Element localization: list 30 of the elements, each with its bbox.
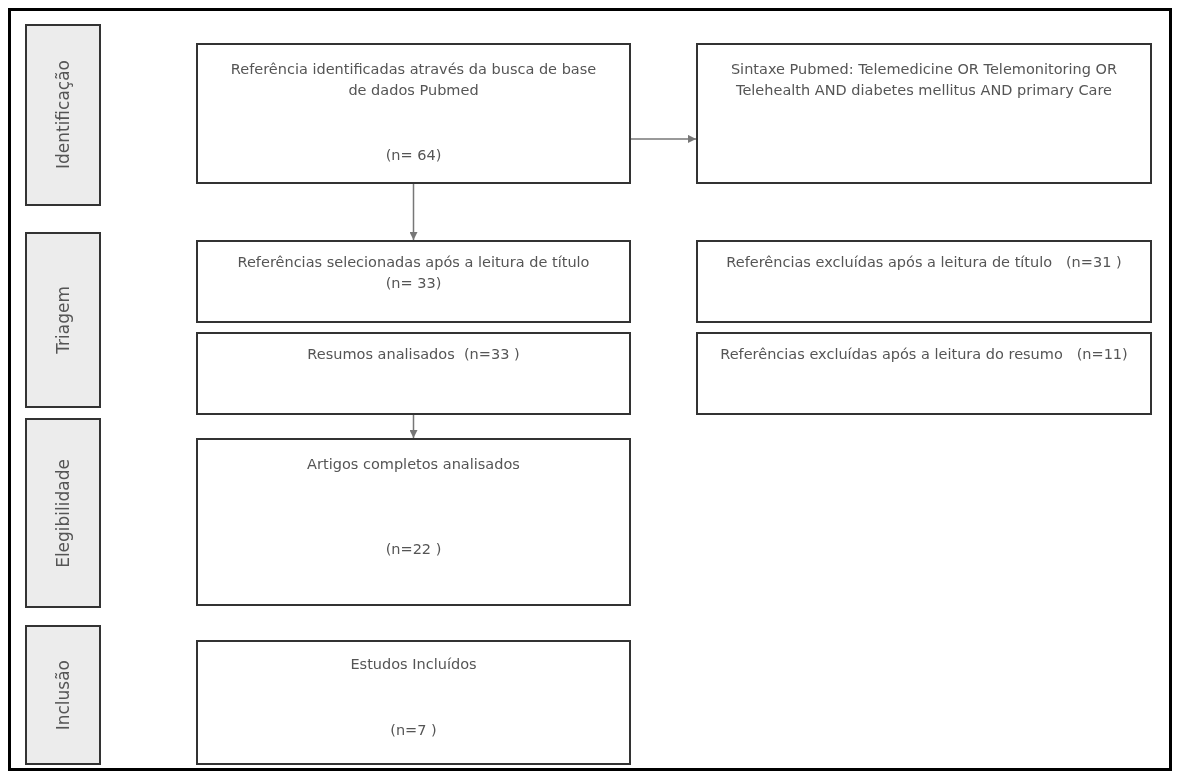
process-box xyxy=(196,438,631,606)
box-text: (n=7 ) xyxy=(390,721,437,740)
box-text: (n=22 ) xyxy=(385,540,442,559)
box-text: Artigos completos analisados xyxy=(307,455,520,474)
stage-label-box xyxy=(25,625,101,765)
process-box xyxy=(696,240,1152,323)
process-box xyxy=(196,240,631,323)
process-box xyxy=(196,640,631,765)
box-text: Referências selecionadas após a leitura de título (n= 33) xyxy=(236,253,591,293)
box-text: Resumos analisados (n=33 ) xyxy=(307,345,520,364)
box-text: Estudos Incluídos xyxy=(350,655,477,674)
process-box xyxy=(696,332,1152,415)
stage-label: Elegibilidade xyxy=(53,458,73,568)
box-text: Referências excluídas após a leitura de título (n=31 ) xyxy=(726,253,1122,272)
stage-label: Inclusão xyxy=(53,659,73,731)
box-text: Referência identificadas através da busca de base de dados Pubmed xyxy=(229,60,598,100)
stage-label-box xyxy=(25,24,101,206)
stage-label-box xyxy=(25,418,101,608)
arrow xyxy=(409,414,418,439)
arrow xyxy=(630,134,697,143)
box-text: Referências excluídas após a leitura do resumo (n=11) xyxy=(720,345,1128,364)
process-box xyxy=(196,332,631,415)
stage-label: Triagem xyxy=(53,286,73,354)
process-box xyxy=(196,43,631,184)
box-text: Sintaxe Pubmed: Telemedicine OR Telemonitoring OR Telehealth AND diabetes mellitus AND primary Care xyxy=(729,60,1119,100)
arrow xyxy=(409,183,418,241)
stage-label-box xyxy=(25,232,101,408)
stage-label: Identificação xyxy=(53,60,73,170)
process-box xyxy=(696,43,1152,184)
box-text: (n= 64) xyxy=(385,146,442,165)
